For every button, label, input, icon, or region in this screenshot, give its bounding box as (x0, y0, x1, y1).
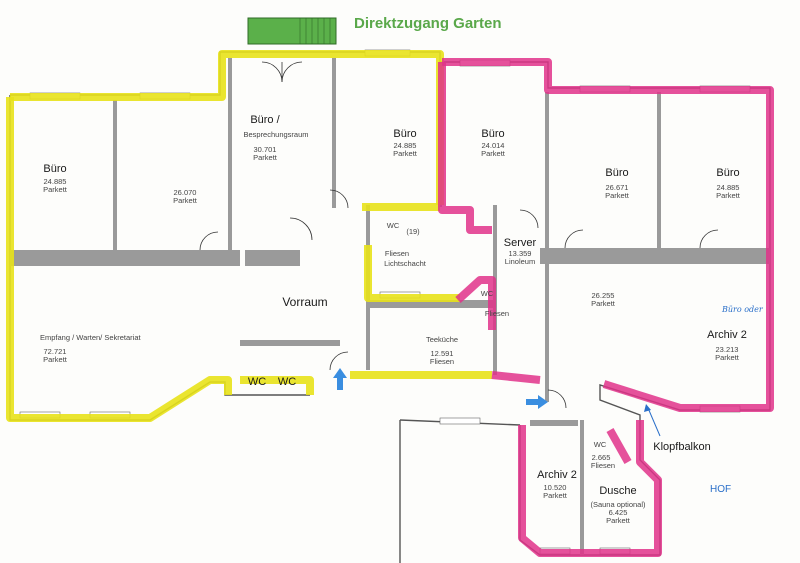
room-floor: Parkett (606, 516, 631, 525)
room-floor: Parkett (43, 185, 68, 194)
room-area: 72.721 (44, 347, 67, 356)
klopfbalkon-label: Klopfbalkon (653, 441, 711, 453)
room-buero-6: Büro 24.885 Parkett (716, 167, 741, 200)
room-area: 12.591 (431, 349, 454, 358)
klopfbalkon-pointer-head (644, 404, 651, 412)
room-area: 10.520 (544, 483, 567, 492)
room-area: 26.671 (606, 183, 629, 192)
room-buero-3: Büro 24.885 Parkett (393, 128, 418, 158)
room-floor: Parkett (253, 153, 278, 162)
room-name: Empfang / Warten/ Sekretariat (40, 333, 142, 342)
room-name: WC (248, 376, 266, 388)
room-name: Archiv 2 (537, 469, 577, 481)
room-area: 13.359 (509, 249, 532, 258)
room-floor: Parkett (43, 355, 68, 364)
room-floor: Parkett (716, 191, 741, 200)
room-buero-4: Büro 24.014 Parkett (481, 128, 506, 158)
room-name: WC (481, 289, 494, 298)
room-area: 30.701 (254, 145, 277, 154)
room-name: WC (594, 440, 607, 449)
room-wc-top: WC (19) Fliesen (385, 221, 420, 258)
room-name: Server (504, 237, 537, 249)
room-floor: Parkett (591, 299, 616, 308)
room-area: 24.885 (394, 141, 417, 150)
room-archiv-2-a: Büro oder Archiv 2 23.213 Parkett (707, 305, 764, 362)
room-floor: Parkett (481, 149, 506, 158)
doors (199, 61, 719, 409)
room-area: 26.255 (592, 291, 615, 300)
entrance-arrow-up (333, 368, 347, 390)
room-area: 2.665 (592, 453, 611, 462)
room-area: 24.885 (44, 177, 67, 186)
room-floor: Parkett (173, 196, 198, 205)
room-floor: Parkett (543, 491, 568, 500)
room-name: Büro (716, 167, 739, 179)
room-archiv-2-b: Archiv 2 10.520 Parkett (537, 469, 577, 500)
garden-terrace-stripes (299, 18, 331, 44)
room-name: Büro (393, 128, 416, 140)
garden-access-title: Direktzugang Garten (354, 15, 502, 32)
room-floor: Fliesen (485, 309, 509, 318)
room-area: 23.213 (716, 345, 739, 354)
hof-label: HOF (710, 484, 731, 495)
garden-terrace (247, 17, 337, 45)
room-name: Dusche (599, 485, 636, 497)
room-floor: Linoleum (505, 257, 535, 266)
room-26255: 26.255 Parkett (591, 291, 616, 308)
room-vorraum: Vorraum (282, 295, 327, 309)
room-area: 24.014 (482, 141, 505, 150)
room-name-2: Besprechungsraum (243, 130, 308, 139)
room-empfang: Empfang / Warten/ Sekretariat 72.721 Par… (40, 333, 142, 364)
room-name: Büro / (250, 114, 280, 126)
room-name: Teeküche (426, 335, 458, 344)
room-wc-bottom: WC 2.665 Fliesen (591, 440, 615, 470)
room-name-2: (Sauna optional) (590, 500, 646, 509)
room-name: WC (387, 221, 400, 230)
room-name: Büro (605, 167, 628, 179)
room-area: 6.425 (609, 508, 628, 517)
magenta-highlight-area (438, 58, 774, 557)
room-buero-5: Büro 26.671 Parkett (605, 167, 630, 200)
room-name: WC (278, 376, 296, 388)
room-floor: Fliesen (430, 357, 454, 366)
room-area: (19) (406, 227, 420, 236)
room-wc-left: WC (248, 376, 266, 388)
room-floor: Parkett (715, 353, 740, 362)
room-name: Büro (481, 128, 504, 140)
room-name: Vorraum (282, 295, 327, 309)
room-buero-2: 26.070 Parkett (173, 188, 198, 205)
room-floor: Parkett (605, 191, 630, 200)
room-wc-right: WC (278, 376, 296, 388)
room-dusche: Dusche (Sauna optional) 6.425 Parkett (590, 485, 646, 525)
room-floor: Parkett (393, 149, 418, 158)
room-buero-besprechung: Büro / Besprechungsraum 30.701 Parkett (243, 114, 308, 162)
room-floor: Fliesen (591, 461, 615, 470)
entrance-arrow-right (526, 395, 548, 409)
room-name: Archiv 2 (707, 329, 747, 341)
room-name: Büro (43, 163, 66, 175)
room-lichtschacht: Lichtschacht (384, 259, 427, 268)
room-server: Server 13.359 Linoleum (504, 237, 537, 266)
room-name: Lichtschacht (384, 259, 427, 268)
room-wc-small: WC Fliesen (481, 289, 509, 318)
room-note: Büro oder (721, 305, 764, 314)
room-buero-1: Büro 24.885 Parkett (43, 163, 68, 194)
room-floor: Fliesen (385, 249, 409, 258)
yellow-highlight-area (6, 50, 492, 422)
klopfbalkon-pointer (647, 407, 661, 437)
room-area: 24.885 (717, 183, 740, 192)
room-area: 26.070 (174, 188, 197, 197)
room-teekueche: Teeküche 12.591 Fliesen (426, 335, 458, 366)
